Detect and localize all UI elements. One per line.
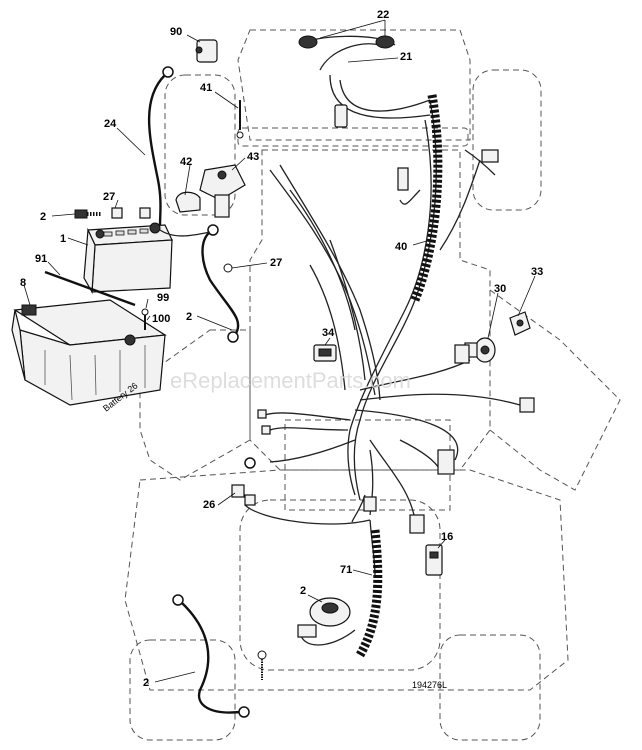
ignition-relay-90 bbox=[195, 39, 218, 63]
seat-switch-2 bbox=[297, 597, 351, 638]
callout-22: 22 bbox=[377, 9, 389, 21]
screw-99-100 bbox=[141, 308, 149, 330]
callout-34: 34 bbox=[322, 327, 335, 339]
drawing-number: 194276L bbox=[412, 680, 447, 690]
battery-bolt-2 bbox=[74, 209, 102, 219]
callout-42: 42 bbox=[180, 156, 192, 168]
bolt-41 bbox=[236, 100, 244, 139]
connector-plug bbox=[397, 167, 409, 191]
battery-cable-24 bbox=[147, 74, 166, 226]
callout-30: 30 bbox=[494, 283, 506, 295]
terminal bbox=[261, 425, 271, 435]
ground-cable-2 bbox=[201, 231, 240, 336]
nut-27 bbox=[223, 263, 233, 273]
callout-100: 100 bbox=[152, 313, 170, 325]
harness-conduit-40 bbox=[410, 94, 443, 302]
callout-90: 90 bbox=[170, 26, 182, 38]
headlight-connectors-22 bbox=[298, 35, 395, 49]
connector-26 bbox=[231, 484, 245, 498]
connector-plug bbox=[437, 449, 455, 475]
ring-terminal bbox=[172, 594, 184, 606]
watermark: eReplacementParts.com bbox=[170, 368, 411, 393]
callout-40: 40 bbox=[395, 241, 407, 253]
callout-2-battery-bolt: 2 bbox=[40, 211, 46, 223]
starter-solenoid-43 bbox=[199, 164, 246, 218]
callout-91: 91 bbox=[35, 253, 47, 265]
ring-terminal bbox=[227, 331, 239, 343]
connector-plug bbox=[363, 496, 377, 512]
callout-33: 33 bbox=[531, 266, 543, 278]
battery-1 bbox=[83, 222, 173, 295]
callout-99: 99 bbox=[157, 292, 169, 304]
callout-43: 43 bbox=[247, 151, 259, 163]
ground-cable-2 bbox=[181, 602, 241, 714]
callout-8: 8 bbox=[20, 277, 26, 289]
tractor-outline bbox=[124, 29, 621, 741]
ring-terminal bbox=[162, 66, 174, 78]
ring-terminal bbox=[207, 224, 219, 236]
connector-plug bbox=[454, 344, 470, 364]
terminal bbox=[257, 409, 267, 419]
nut-27 bbox=[111, 207, 151, 219]
callout-27-top: 27 bbox=[103, 191, 115, 203]
ring-terminal bbox=[244, 457, 256, 469]
callout-24: 24 bbox=[104, 118, 117, 130]
callout-2-seat-switch: 2 bbox=[300, 585, 306, 597]
callout-leaders bbox=[23, 19, 536, 683]
callout-2-ground: 2 bbox=[186, 311, 192, 323]
callout-27-mid: 27 bbox=[270, 257, 282, 269]
terminal-boot-42 bbox=[175, 191, 201, 213]
callout-21: 21 bbox=[400, 51, 412, 63]
callout-labels: 22 90 21 41 24 43 42 27 2 1 40 27 91 33 … bbox=[20, 9, 543, 689]
ring-terminal bbox=[238, 706, 250, 718]
relay-16 bbox=[425, 544, 443, 576]
hold-down-strap-91 bbox=[44, 270, 136, 307]
connector-plug bbox=[409, 514, 425, 534]
connector-plug bbox=[481, 149, 499, 163]
callout-16: 16 bbox=[441, 531, 453, 543]
safety-switch-33 bbox=[509, 311, 531, 336]
callout-2-lower-cable: 2 bbox=[143, 677, 149, 689]
connector-26 bbox=[244, 494, 256, 506]
pto-switch-34 bbox=[313, 344, 337, 362]
ground-bolt bbox=[257, 650, 267, 680]
callout-41: 41 bbox=[200, 82, 212, 94]
connector-plug bbox=[519, 397, 535, 413]
callout-26: 26 bbox=[203, 499, 215, 511]
battery-tray-8 bbox=[11, 299, 167, 406]
connector-plug bbox=[334, 104, 348, 128]
callout-1: 1 bbox=[60, 233, 66, 245]
harness-conduit-71 bbox=[356, 529, 383, 658]
callout-71: 71 bbox=[340, 564, 352, 576]
ignition-switch-30 bbox=[464, 337, 496, 363]
